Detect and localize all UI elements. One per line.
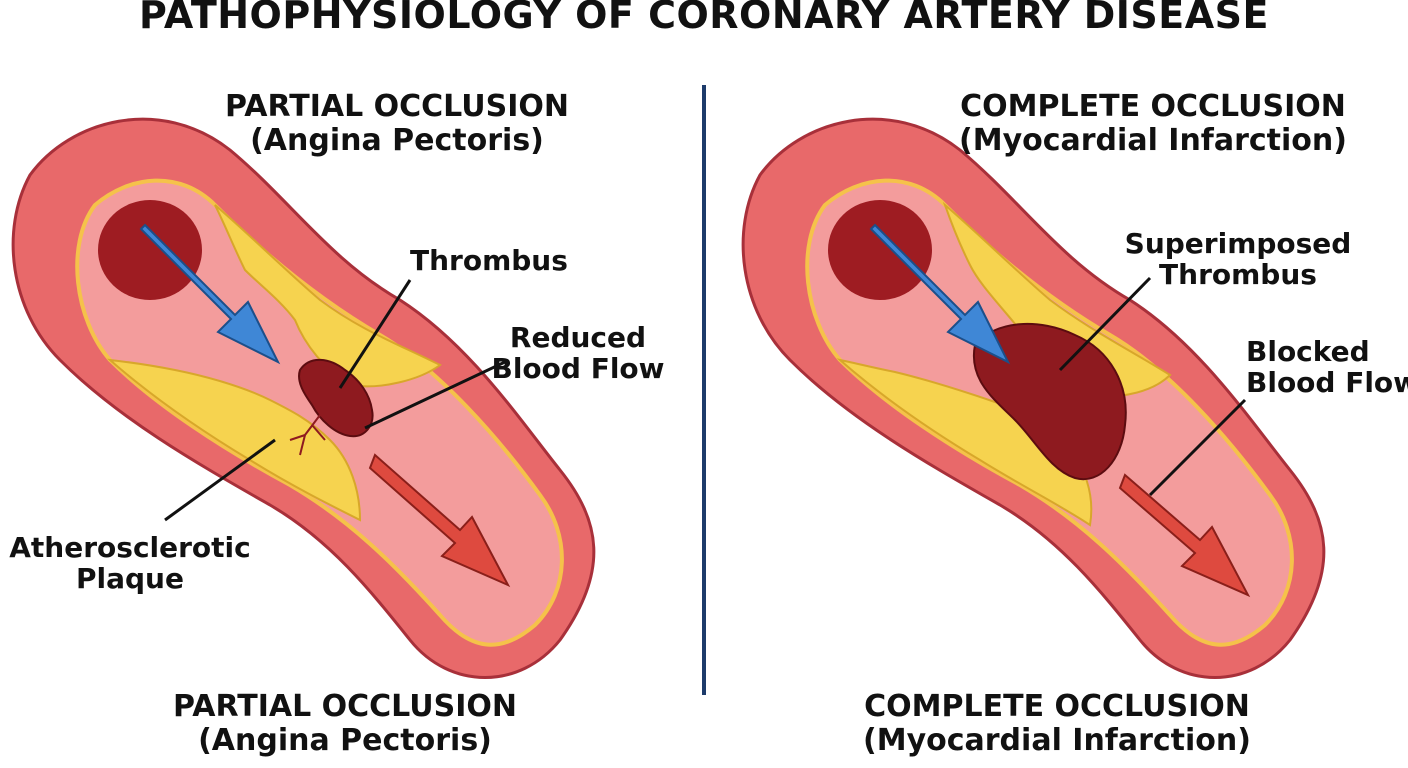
label-superimposed-thrombus-line1: Superimposed xyxy=(1124,227,1352,260)
leader-superimposed-thrombus xyxy=(1058,276,1152,372)
left-arrow-in xyxy=(139,223,281,365)
left-plaque-crack xyxy=(289,414,326,456)
left-footer-line2: (Angina Pectoris) xyxy=(198,722,492,758)
label-reduced-flow: Reduced Blood Flow xyxy=(491,322,664,385)
left-plaque-upper xyxy=(214,204,442,388)
label-thrombus: Thrombus xyxy=(410,244,568,277)
left-arrow-out xyxy=(368,453,511,588)
left-heading: PARTIAL OCCLUSION (Angina Pectoris) xyxy=(225,90,569,157)
left-heading-line1: PARTIAL OCCLUSION xyxy=(225,89,569,124)
left-footer-line1: PARTIAL OCCLUSION xyxy=(173,689,517,724)
right-footer-line1: COMPLETE OCCLUSION xyxy=(864,689,1250,724)
label-blocked-flow-line2: Blood Flow xyxy=(1246,366,1408,400)
right-heading-line1: COMPLETE OCCLUSION xyxy=(960,89,1346,124)
leader-reduced-flow xyxy=(364,360,506,430)
left-heading-line2: (Angina Pectoris) xyxy=(250,122,544,158)
left-footer: PARTIAL OCCLUSION (Angina Pectoris) xyxy=(173,690,517,757)
left-vessel-opening xyxy=(98,200,202,300)
leader-blocked-flow xyxy=(1148,398,1247,497)
right-footer-line2: (Myocardial Infarction) xyxy=(863,722,1251,758)
right-arrow-in xyxy=(869,223,1011,365)
label-blocked-flow: Blocked Blood Flow xyxy=(1246,336,1408,399)
right-arrow-out xyxy=(1118,473,1251,598)
left-vessel xyxy=(11,117,596,679)
label-plaque-line1: Atherosclerotic xyxy=(9,531,251,564)
leader-plaque xyxy=(164,438,276,522)
left-thrombus xyxy=(298,358,374,438)
label-superimposed-thrombus: Superimposed Thrombus xyxy=(1125,228,1352,291)
label-reduced-flow-line1: Reduced xyxy=(509,321,647,354)
right-vessel xyxy=(741,117,1326,679)
right-footer: COMPLETE OCCLUSION (Myocardial Infarctio… xyxy=(863,690,1251,757)
right-heading: COMPLETE OCCLUSION (Myocardial Infarctio… xyxy=(959,90,1347,157)
label-blocked-flow-line1: Blocked xyxy=(1246,335,1370,368)
right-thrombus xyxy=(972,322,1127,481)
label-plaque-line2: Plaque xyxy=(76,562,184,596)
right-heading-line2: (Myocardial Infarction) xyxy=(959,122,1347,158)
left-plaque-lower xyxy=(106,358,362,522)
right-vessel-opening xyxy=(828,200,932,300)
label-plaque: Atherosclerotic Plaque xyxy=(9,532,251,595)
page-title: PATHOPHYSIOLOGY OF CORONARY ARTERY DISEA… xyxy=(139,0,1269,37)
label-reduced-flow-line2: Blood Flow xyxy=(491,352,665,386)
leader-thrombus xyxy=(338,279,412,389)
label-superimposed-thrombus-line2: Thrombus xyxy=(1159,258,1317,292)
